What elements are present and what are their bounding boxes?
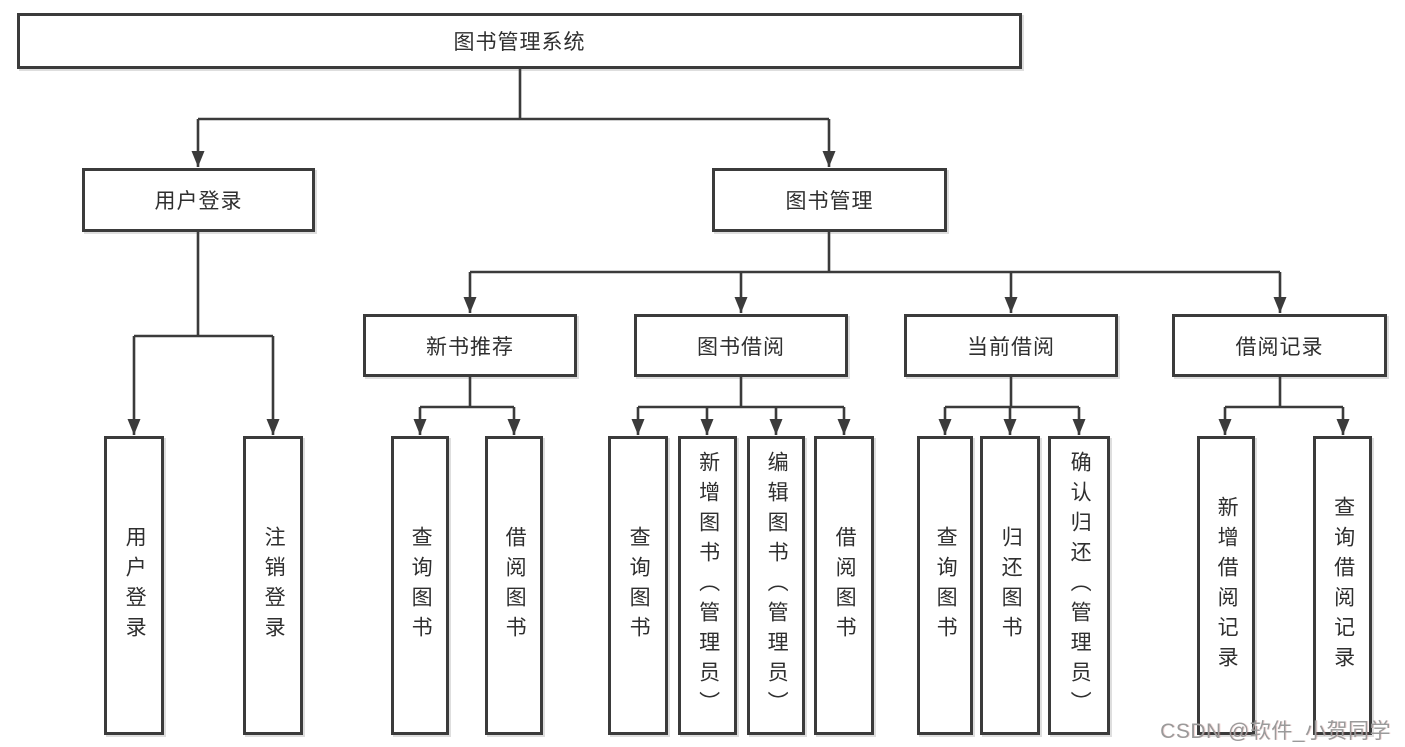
node-system-root: 图书管理系统 bbox=[17, 13, 1022, 69]
leaf-label: 查询图书 bbox=[934, 525, 958, 646]
leaf-label: 归还图书 bbox=[999, 525, 1023, 646]
leaf-label: 新增图书（管理员） bbox=[696, 450, 720, 721]
leaf-current-query-books: 查询图书 bbox=[917, 436, 973, 735]
leaf-label: 用户登录 bbox=[123, 525, 147, 646]
leaf-recommend-query-books: 查询图书 bbox=[391, 436, 449, 735]
node-book-borrowing: 图书借阅 bbox=[634, 314, 848, 377]
node-current-borrowing: 当前借阅 bbox=[904, 314, 1118, 377]
leaf-label: 注销登录 bbox=[262, 525, 286, 646]
node-book-management: 图书管理 bbox=[712, 168, 947, 232]
leaf-label: 借阅图书 bbox=[833, 525, 857, 646]
leaf-label: 查询图书 bbox=[409, 525, 433, 646]
leaf-current-return-books: 归还图书 bbox=[980, 436, 1040, 735]
leaf-current-confirm-return-admin: 确认归还（管理员） bbox=[1048, 436, 1110, 735]
leaf-borrow-edit-books-admin: 编辑图书（管理员） bbox=[747, 436, 805, 735]
leaf-label: 查询借阅记录 bbox=[1331, 495, 1355, 676]
leaf-label: 编辑图书（管理员） bbox=[765, 450, 789, 721]
leaf-records-query-borrow-record: 查询借阅记录 bbox=[1313, 436, 1372, 735]
leaf-recommend-borrow-books: 借阅图书 bbox=[485, 436, 543, 735]
leaf-borrow-query-books: 查询图书 bbox=[608, 436, 668, 735]
watermark: CSDN @软件_小贺同学 bbox=[1160, 720, 1391, 743]
leaf-label: 查询图书 bbox=[627, 525, 651, 646]
leaf-label: 新增借阅记录 bbox=[1215, 495, 1239, 676]
leaf-label: 借阅图书 bbox=[503, 525, 527, 646]
node-new-book-recommendation: 新书推荐 bbox=[363, 314, 577, 377]
node-user-login: 用户登录 bbox=[82, 168, 315, 232]
node-borrowing-records: 借阅记录 bbox=[1172, 314, 1387, 377]
leaf-borrow-add-books-admin: 新增图书（管理员） bbox=[678, 436, 737, 735]
leaf-user-login: 用户登录 bbox=[104, 436, 164, 735]
leaf-records-add-borrow-record: 新增借阅记录 bbox=[1197, 436, 1255, 735]
leaf-borrow-borrow-books: 借阅图书 bbox=[814, 436, 874, 735]
leaf-label: 确认归还（管理员） bbox=[1068, 450, 1092, 721]
leaf-logout: 注销登录 bbox=[243, 436, 303, 735]
